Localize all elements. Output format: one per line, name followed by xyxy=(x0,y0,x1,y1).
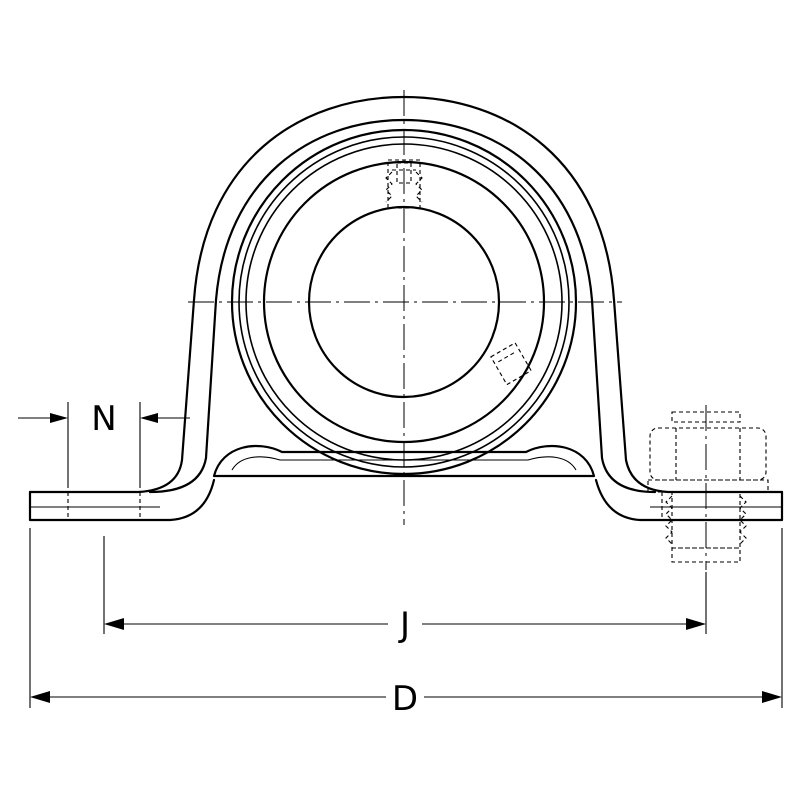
left-foot xyxy=(28,478,216,522)
dimension-j: J xyxy=(103,536,707,645)
dimension-j-label: J xyxy=(398,605,410,645)
dimension-n: N xyxy=(18,399,190,488)
dimension-d-label: D xyxy=(392,679,418,719)
housing-inner-profile xyxy=(148,118,657,494)
housing-outer-profile xyxy=(28,95,784,494)
dimension-d: D xyxy=(29,528,783,719)
foot-holes xyxy=(67,492,663,520)
dimension-n-label: N xyxy=(91,399,116,439)
center-lines xyxy=(188,90,707,570)
mounting-bolt xyxy=(647,411,769,563)
right-foot xyxy=(594,478,784,522)
base-saddle xyxy=(212,444,596,478)
set-screw-side xyxy=(490,342,532,386)
